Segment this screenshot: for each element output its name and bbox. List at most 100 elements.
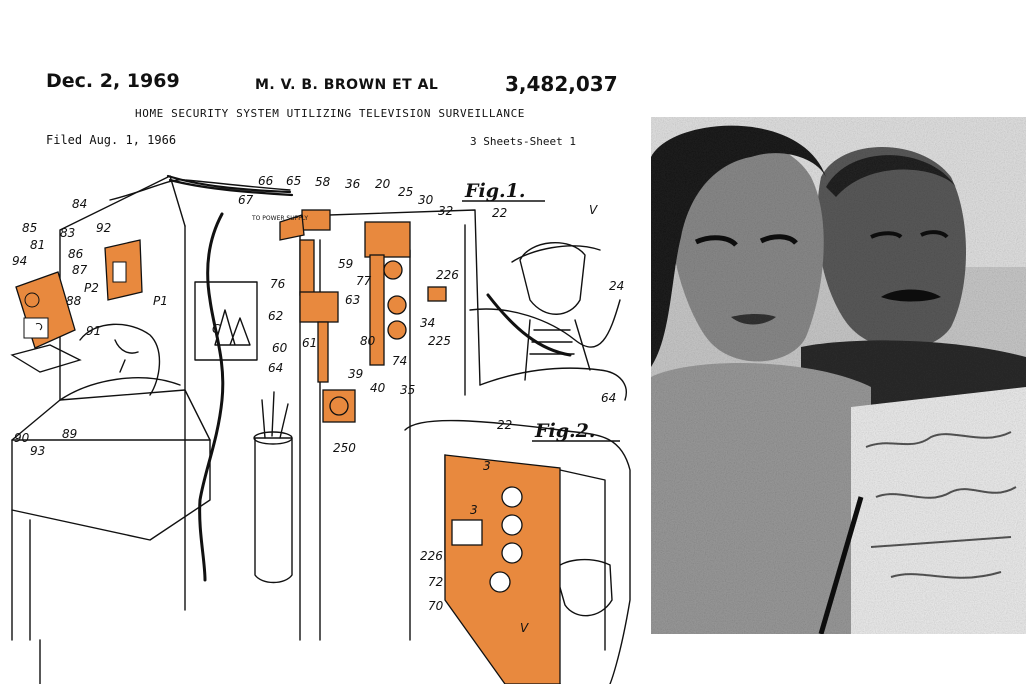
patent-sheet-count: 3 Sheets-Sheet 1 [470, 135, 576, 148]
patent-filed-date: Filed Aug. 1, 1966 [46, 133, 177, 147]
keypad-226 [427, 286, 447, 302]
woman-hair [651, 125, 826, 367]
ref-61: 61 [302, 336, 317, 350]
ref-60: 60 [272, 341, 288, 355]
porch-rail [469, 299, 621, 348]
fig2-keypad [451, 519, 483, 546]
woman-face [668, 138, 824, 362]
button-77 [383, 260, 403, 280]
wall-box-92-window [112, 261, 127, 283]
bed-foot [11, 439, 211, 541]
ref-94: 94 [12, 254, 27, 268]
fig2-visitor-head [554, 558, 613, 617]
strip-63 [369, 254, 385, 366]
wall-picture-trees [214, 309, 251, 346]
ref-65: 65 [286, 174, 301, 188]
fig2-button-1 [501, 486, 523, 508]
ref-24: 24 [609, 279, 624, 293]
wall-cable [198, 212, 225, 582]
ref-250: 250 [333, 441, 356, 455]
tv-screen [23, 317, 49, 339]
ref-30: 30 [418, 193, 434, 207]
ref-89: 89 [62, 427, 77, 441]
fig2-outline [404, 419, 631, 684]
ref-36: 36 [345, 177, 361, 191]
ref-C: C [212, 322, 221, 336]
power-connector-67 [279, 214, 305, 241]
tv-details [23, 261, 127, 339]
tv-screen-face [35, 323, 43, 331]
ref-85: 85 [22, 221, 37, 235]
sleeper-head [79, 323, 161, 396]
fig2-button-3 [501, 542, 523, 564]
fig2-label: Fig.2. [534, 420, 595, 442]
camera-housing-20 [364, 221, 411, 258]
button-74b [387, 320, 407, 340]
ref-70: 70 [428, 599, 444, 613]
reference-numerals: 84 85 81 83 94 86 87 92 P2 88 91 P1 90 9… [12, 174, 624, 635]
tv-stand [10, 344, 82, 373]
ref-87: 87 [72, 263, 88, 277]
conduit-wire [166, 174, 294, 197]
ref-76: 76 [270, 277, 286, 291]
fig2-door-panel [444, 454, 561, 684]
ref-P1: P1 [153, 294, 168, 308]
visitor-cap [511, 245, 601, 263]
man-hair [826, 155, 956, 197]
fig2-button-72 [489, 571, 511, 593]
held-drawing [851, 387, 1026, 634]
lock-box-250 [322, 389, 356, 423]
blanket-edge [59, 377, 181, 401]
bed-top [11, 389, 211, 441]
ref-V-fig2: V [520, 621, 529, 635]
ref-39: 39 [348, 367, 363, 381]
ref-64-fig2: 64 [601, 391, 616, 405]
ref-80: 80 [360, 334, 376, 348]
patent-date: Dec. 2, 1969 [46, 70, 180, 92]
visitor-shirt-stripes [529, 329, 575, 355]
ref-64: 64 [268, 361, 283, 375]
ref-22: 22 [492, 206, 507, 220]
patent-inventor: M. V. B. BROWN ET AL [255, 77, 439, 93]
ref-66: 66 [258, 174, 274, 188]
visitor-body [524, 319, 591, 381]
halftone-photograph [651, 117, 1026, 634]
ref-84: 84 [72, 197, 87, 211]
woman-lips [731, 314, 776, 325]
ref-22-fig2: 22 [497, 418, 512, 432]
umbrella-stand-rim [253, 431, 293, 445]
held-drawing-sketch [865, 431, 1017, 579]
wire-run-60 [317, 321, 329, 383]
ref-72: 72 [428, 575, 443, 589]
patent-number: 3,482,037 [505, 72, 618, 96]
patent-drawing: Fig.1. Fig.2. TO POWER SUPPLY 84 85 81 8… [10, 174, 631, 684]
fig2-button-2 [501, 514, 523, 536]
bed-leg [11, 509, 41, 684]
ref-74: 74 [392, 354, 407, 368]
ref-77: 77 [356, 274, 372, 288]
ref-226-fig2: 226 [420, 549, 443, 563]
ref-P2: P2 [84, 281, 99, 295]
patent-title: HOME SECURITY SYSTEM UTILIZING TELEVISIO… [135, 107, 526, 120]
ref-32: 32 [438, 204, 453, 218]
ref-20: 20 [375, 177, 391, 191]
woman-eyes [694, 234, 798, 247]
sleeper-face [114, 339, 139, 373]
ref-V: V [589, 203, 598, 217]
umbrella-stand [254, 437, 293, 584]
button-74a [387, 295, 407, 315]
ref-63: 63 [345, 293, 360, 307]
ref-83: 83 [60, 226, 75, 240]
woman-sweater [651, 363, 871, 634]
umbrellas [261, 391, 289, 439]
man-mustache [881, 289, 941, 302]
ref-40: 40 [370, 381, 386, 395]
ref-225: 225 [428, 334, 451, 348]
ref-86: 86 [68, 247, 84, 261]
ref-93: 93 [30, 444, 45, 458]
tv-screen-circle [24, 292, 40, 308]
man-eyes [870, 230, 949, 239]
ref-3b: 3 [470, 503, 478, 517]
wall-picture [194, 281, 258, 361]
ref-226: 226 [436, 268, 459, 282]
